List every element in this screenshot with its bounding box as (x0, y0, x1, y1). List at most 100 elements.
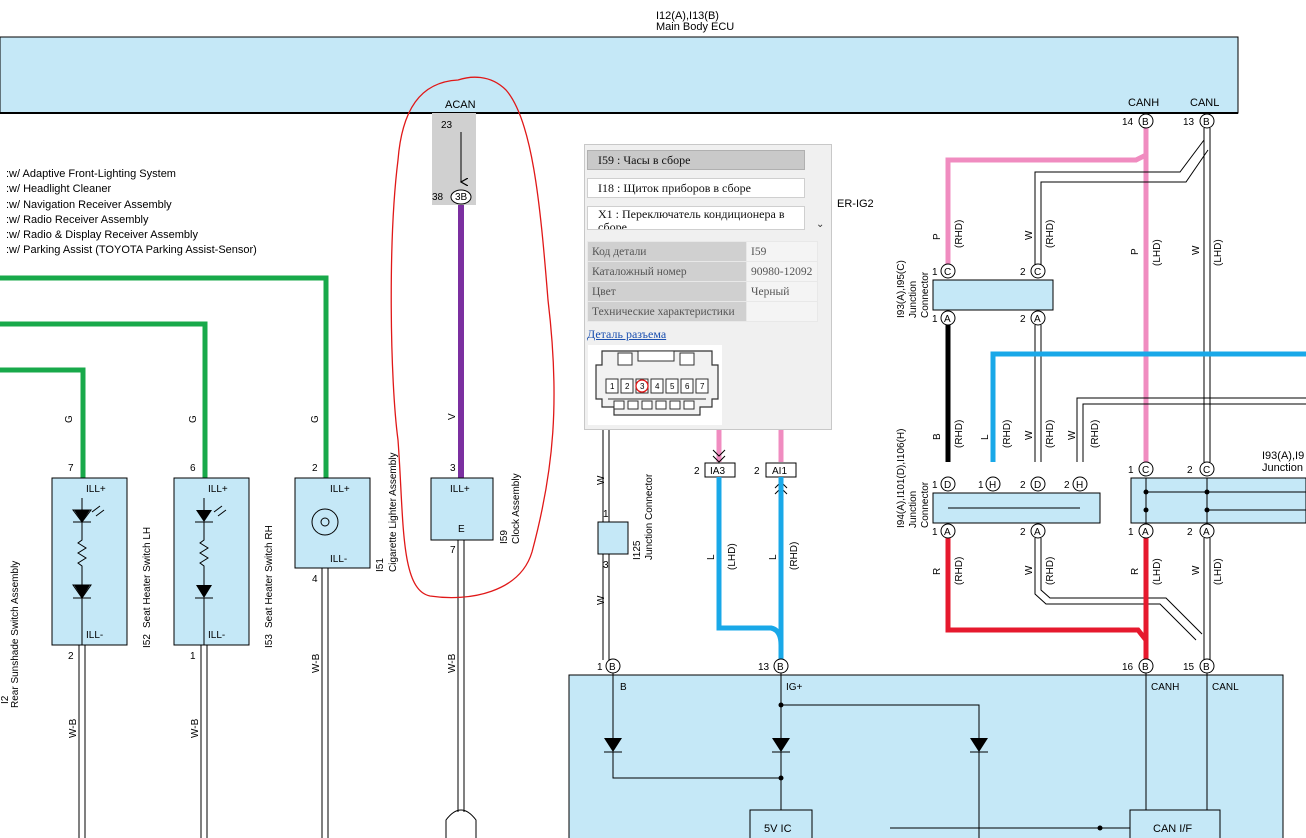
connector-pin-number: 2 (625, 382, 630, 391)
ecu-name-label: Main Body ECU (656, 21, 734, 33)
acan-connector-shade (432, 113, 476, 205)
property-value: 90980-12092 (746, 261, 818, 282)
ill-plus-label: ILL+ (450, 484, 470, 495)
bottom-ecu-b-label: B (620, 682, 627, 693)
component-list-item[interactable]: X1 : Переключатель кондиционера в сборе (587, 206, 805, 230)
terminal-code: B (1203, 662, 1210, 673)
wire-option: (RHD) (954, 420, 965, 448)
pin-number: 2 (754, 466, 760, 477)
wire-option: (LHD) (727, 543, 738, 570)
connector-pin-number: 4 (655, 382, 660, 391)
canif-box (1129, 809, 1221, 838)
wire-option: (LHD) (1152, 239, 1163, 266)
terminal-code: D (944, 480, 951, 491)
wire-option: (RHD) (1045, 220, 1056, 248)
property-key: Код детали (587, 241, 747, 262)
i51-name: Cigarette Lighter Assembly (388, 452, 399, 572)
pin-number: 1 (932, 480, 938, 491)
pin-number: 13 (1183, 117, 1195, 128)
table-row: Каталожный номер 90980-12092 (587, 261, 818, 282)
pin-number: 23 (441, 120, 453, 131)
i125-box (597, 521, 629, 555)
wire-option: (RHD) (954, 557, 965, 585)
canl-wires (1034, 128, 1306, 660)
wire-code: W (596, 475, 607, 485)
connector-info-panel: I59 : Часы в сборе I18 : Щиток приборов … (584, 144, 832, 430)
wire-option: (LHD) (1152, 558, 1163, 585)
wire-code: W-B (311, 653, 322, 673)
wire-code: B (932, 433, 943, 440)
wire-code: W (596, 595, 607, 605)
highlight-outline (390, 76, 555, 599)
ill-plus-label: ILL+ (208, 484, 228, 495)
pin-number: 13 (758, 662, 770, 673)
pin-number: 7 (68, 463, 74, 474)
chevron-down-icon[interactable]: ⌄ (816, 219, 825, 230)
connector-pin-number: 5 (670, 382, 675, 391)
wire-code: G (310, 415, 321, 423)
bottom-ecu-canh-label: CANH (1151, 682, 1179, 693)
property-key: Каталожный номер (587, 261, 747, 282)
wire-option: (RHD) (954, 220, 965, 248)
connector-detail-link[interactable]: Деталь разъема (587, 327, 667, 341)
component-list-item[interactable]: I18 : Щиток приборов в сборе (587, 178, 805, 198)
pin-number: 6 (190, 463, 196, 474)
i51-id: I51 (375, 558, 386, 572)
terminal-code: A (1203, 527, 1210, 538)
pin-number: 2 (694, 466, 700, 477)
legend-item: :w/ Navigation Receiver Assembly (6, 199, 172, 211)
ecu-id-label: I12(A),I13(B) (656, 10, 719, 22)
wire-code: W (1067, 430, 1078, 440)
ic5v-box (749, 809, 813, 838)
wire-code: W (1024, 565, 1035, 575)
connector-pin-number: 7 (700, 382, 705, 391)
wire-option: (RHD) (1002, 420, 1013, 448)
pin-number: 1 (1128, 465, 1134, 476)
pin-number: 2 (312, 463, 318, 474)
acan-label: ACAN (445, 99, 476, 111)
terminal-code: B (609, 662, 616, 673)
pin-number: 38 (432, 192, 444, 203)
terminal-code: H (1076, 480, 1083, 491)
bottom-ecu-canl-label: CANL (1212, 682, 1239, 693)
component-list-item-selected[interactable]: I59 : Часы в сборе (587, 150, 805, 170)
pin-number: 2 (1020, 480, 1026, 491)
wire-code: W-B (68, 718, 79, 738)
table-row: Код детали I59 (587, 241, 818, 262)
i59-box (430, 477, 494, 541)
pin-number: 1 (932, 314, 938, 325)
wire-option: (RHD) (1045, 420, 1056, 448)
wire-option: (RHD) (1045, 557, 1056, 585)
pin-number: 2 (1187, 465, 1193, 476)
pin-number: 4 (312, 574, 318, 585)
rear-name: Rear Sunshade Switch Assembly (10, 561, 21, 708)
pin-number: 1 (190, 651, 196, 662)
pin-number: 2 (1187, 527, 1193, 538)
terminal-code: B (1203, 117, 1210, 128)
jc-right-box (1130, 477, 1306, 524)
pin-number: 3 (450, 463, 456, 474)
terminal-code: A (944, 527, 951, 538)
connector-pin-number: 6 (685, 382, 690, 391)
i52-box (51, 477, 128, 646)
e-label: E (458, 524, 465, 535)
terminal-code: C (1142, 465, 1149, 476)
i53-id: I53 (264, 634, 275, 648)
i52-name: Seat Heater Switch LH (142, 527, 153, 628)
jc-right-id: I93(A),I9 (1262, 450, 1304, 462)
wire-code: W (1024, 430, 1035, 440)
wire-option: (RHD) (789, 542, 800, 570)
wire-code: R (1130, 568, 1141, 575)
pin-number: 2 (1020, 314, 1026, 325)
wire-code: W-B (447, 653, 458, 673)
pin-number: 1 (978, 480, 984, 491)
canl-label: CANL (1190, 97, 1219, 109)
legend: :w/ Adaptive Front-Lighting System :w/ H… (6, 168, 257, 256)
wire-code: W (1024, 230, 1035, 240)
ai1-label: AI1 (772, 466, 787, 477)
legend-item: :w/ Adaptive Front-Lighting System (6, 168, 176, 180)
wire-code: W (1191, 245, 1202, 255)
terminal-code: 3B (455, 192, 468, 203)
pin-number: 14 (1122, 117, 1134, 128)
i125-id: I125 (632, 540, 643, 560)
